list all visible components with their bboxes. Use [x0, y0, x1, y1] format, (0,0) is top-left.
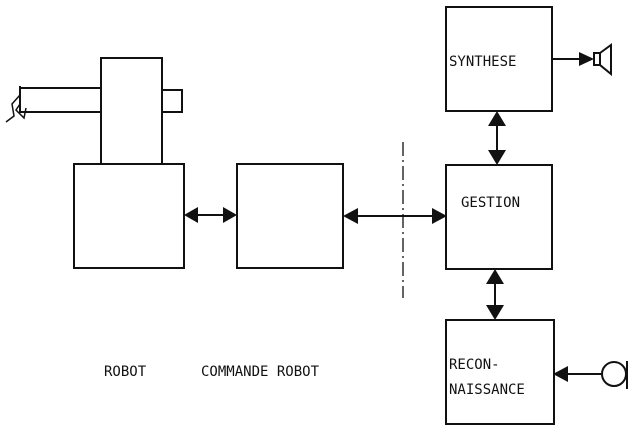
reconnaissance-box: [445, 319, 555, 425]
reconnaissance-label-line1: RECON-: [449, 357, 500, 373]
reconnaissance-label-line2: NAISSANCE: [449, 382, 525, 398]
gripper-icon: [5, 94, 27, 123]
robot-caption: ROBOT: [104, 364, 147, 380]
robot-commande-arrow: [184, 207, 237, 223]
gestion-box: [445, 164, 553, 270]
robot-box: [73, 163, 185, 269]
gestion-label: GESTION: [461, 195, 520, 211]
robot-arm-drawing: [19, 57, 183, 165]
synthese-label: SYNTHESE: [449, 54, 516, 70]
synthese-box: [445, 6, 553, 112]
microphone-icon: [553, 361, 628, 389]
gestion-reconnaissance-arrow: [486, 269, 504, 320]
loudspeaker-icon: [552, 43, 612, 77]
synthese-gestion-arrow: [488, 111, 506, 165]
commande-gestion-arrow: [343, 208, 447, 224]
commande-robot-caption: COMMANDE ROBOT: [201, 364, 320, 380]
commande-robot-box: [236, 163, 344, 269]
